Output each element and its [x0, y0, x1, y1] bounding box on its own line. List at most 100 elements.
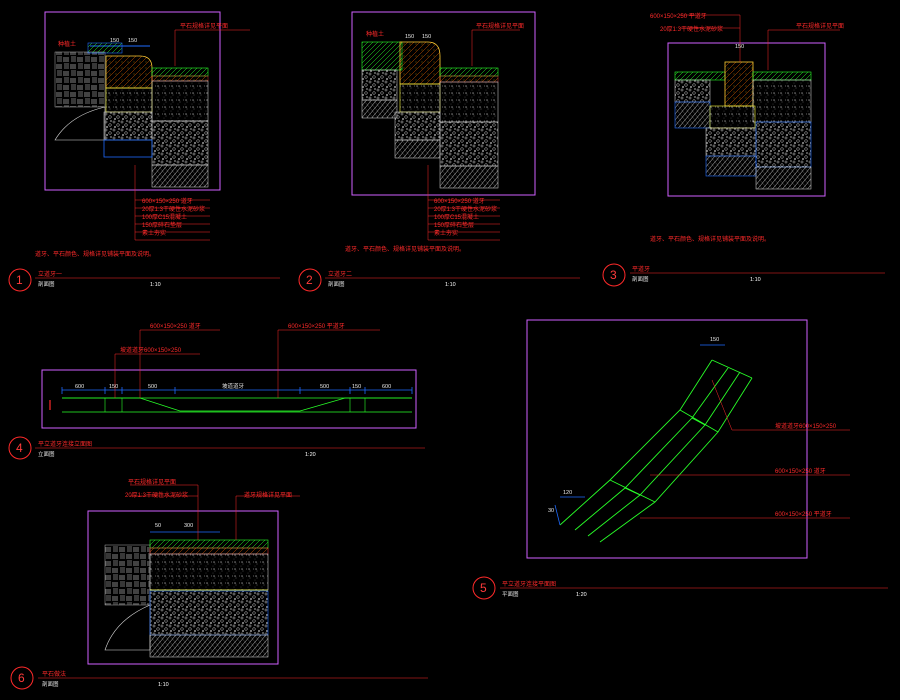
- detail-scale: 1:10: [750, 277, 761, 283]
- detail-scale: 1:10: [445, 282, 456, 288]
- detail-number: 2: [306, 273, 313, 287]
- ramp-profile: [62, 397, 412, 412]
- detail-subtitle: 剖面图: [328, 280, 345, 288]
- earth-mid: [705, 155, 757, 177]
- detail-subtitle: 剖面图: [632, 275, 649, 283]
- dim-label: 150: [735, 44, 744, 50]
- mortar-layer: [439, 75, 499, 83]
- detail-number-circle: [602, 263, 626, 287]
- concrete-base: [399, 83, 441, 113]
- gravel-right: [755, 121, 812, 168]
- label-earth: 素土夯实: [142, 229, 166, 237]
- paving-top: [87, 42, 123, 54]
- dim-label: 150: [422, 34, 431, 40]
- detail-3-frame: [667, 42, 826, 197]
- earth-layer: [151, 164, 209, 188]
- dim-label: 120: [563, 490, 572, 496]
- paving-layer: [439, 67, 499, 77]
- gravel-left: [674, 79, 711, 103]
- detail-number: 6: [18, 671, 25, 685]
- paving-top: [361, 41, 403, 71]
- dim-box: [103, 139, 153, 158]
- concrete-base: [105, 87, 153, 113]
- detail-number-circle: [298, 268, 322, 292]
- dim-label: 150: [710, 337, 719, 343]
- dim-label: 坡道道牙: [222, 382, 245, 390]
- leader: [680, 14, 741, 62]
- detail-note: 道牙、平石颜色、规格详见铺装平面及说明。: [35, 250, 155, 258]
- label-ramp: 坡道道牙600×150×250: [775, 422, 837, 430]
- leader: [767, 29, 840, 70]
- detail-subtitle: 剖面图: [42, 680, 59, 688]
- label-curb: 600×150×250 道牙: [142, 197, 193, 205]
- gravel-left: [361, 69, 398, 101]
- detail-5-frame: [526, 319, 808, 559]
- detail-title: 立道牙二: [328, 270, 352, 278]
- curb-stone: [105, 55, 153, 89]
- label-gravel: 150厚碎石垫层: [142, 221, 182, 229]
- label-paving: 平石规格详见平面: [796, 22, 844, 30]
- label-concrete: 100厚C15混凝土: [142, 213, 187, 221]
- leader-stack: [427, 165, 500, 241]
- detail-subtitle: 立面图: [38, 450, 55, 458]
- label-soil: 种植土: [366, 30, 384, 38]
- label-concrete: 100厚C15混凝土: [434, 213, 479, 221]
- label-mortar: 20厚1:3干硬性水泥砂浆: [660, 25, 723, 33]
- detail-title: 平立道牙连接立面图: [38, 440, 92, 448]
- label-mortar: 20厚1:3干硬性水泥砂浆: [125, 491, 188, 499]
- dim-label: 500: [320, 384, 329, 390]
- detail-title: 立道牙一: [38, 270, 62, 278]
- detail-number-circle: [8, 436, 32, 460]
- dim-label: 600: [75, 384, 84, 390]
- detail-5: 坡道道牙600×150×250 600×150×250 道牙 600×150×2…: [472, 319, 888, 600]
- detail-number-circle: [10, 666, 34, 690]
- detail-number: 4: [16, 441, 23, 455]
- gravel-layer: [151, 120, 209, 166]
- label-earth: 素土夯实: [434, 229, 458, 237]
- label-ramp: 坡道道牙600×150×250: [120, 346, 182, 354]
- label-curb: 600×150×250 道牙: [434, 197, 485, 205]
- earth-layer: [439, 165, 499, 189]
- soil-arc: [54, 106, 106, 141]
- detail-subtitle: 平面图: [502, 590, 519, 598]
- detail-scale: 1:20: [576, 592, 587, 598]
- leader: [277, 329, 380, 398]
- concrete-layer: [149, 553, 269, 591]
- detail-4-frame: [41, 369, 417, 429]
- label-paving: 平石规格详见平面: [128, 478, 176, 486]
- earth-left-2: [394, 139, 441, 159]
- gravel-layer-left: [103, 111, 153, 141]
- leader: [114, 353, 200, 398]
- leader: [174, 29, 250, 66]
- label-paving: 平石规格详见平面: [476, 22, 524, 30]
- curb-stone: [399, 41, 441, 85]
- concrete-base: [709, 105, 756, 129]
- planting-soil-hatch: [104, 544, 151, 606]
- detail-1-frame: [44, 11, 221, 191]
- detail-title: 平立道牙连接平面图: [502, 580, 556, 588]
- mortar-layer: [149, 547, 269, 555]
- dim-label: 150: [110, 38, 119, 44]
- gravel-layer: [149, 590, 269, 636]
- concrete-layer: [752, 79, 812, 123]
- detail-6-frame: [87, 510, 279, 665]
- dim-label: 30: [548, 508, 554, 514]
- leader: [711, 379, 850, 431]
- label-soil: 种植土: [58, 40, 76, 48]
- earth-left: [361, 99, 398, 119]
- dim-label: 150: [128, 38, 137, 44]
- planting-soil-hatch: [54, 51, 106, 108]
- detail-number: 3: [610, 268, 617, 282]
- earth-layer: [149, 634, 269, 658]
- detail-2: 平石规格详见平面 种植土 600×150×250 道牙 20厚1:3干硬性水泥砂…: [298, 11, 580, 292]
- label-mortar: 20厚1:3干硬性水泥砂浆: [142, 205, 205, 213]
- curb-stone: [724, 61, 754, 107]
- detail-number-circle: [8, 268, 32, 292]
- detail-scale: 1:10: [150, 282, 161, 288]
- detail-scale: 1:10: [158, 682, 169, 688]
- soil-arc: [104, 604, 151, 651]
- detail-6: 平石规格详见平面 20厚1:3干硬性水泥砂浆 道牙规格详见平面 50 300 6…: [10, 478, 428, 690]
- detail-scale: 1:20: [305, 452, 316, 458]
- detail-note: 道牙、平石颜色、规格详见铺装平面及说明。: [345, 245, 465, 253]
